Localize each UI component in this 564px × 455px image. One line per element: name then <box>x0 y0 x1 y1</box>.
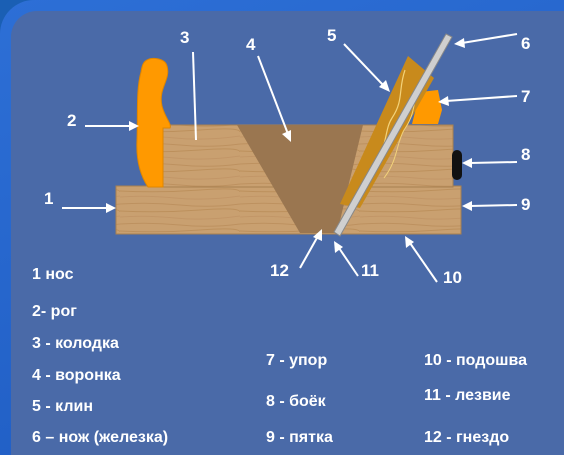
legend-item-10: 10 - подошва <box>424 352 528 369</box>
plane-blade <box>333 33 453 237</box>
callout-number-3: 3 <box>180 28 189 47</box>
arrow-9-head <box>462 201 472 211</box>
legend-item-7: 7 - упор <box>266 352 328 369</box>
arrow-10-head <box>405 236 414 248</box>
callout-number-7: 7 <box>521 87 530 106</box>
arrow-12-head <box>313 229 322 241</box>
plane-horn <box>136 57 171 188</box>
arrow-8 <box>469 161 518 164</box>
arrow-11-head <box>334 241 343 253</box>
arrow-7 <box>445 95 518 102</box>
callout-number-9: 9 <box>521 195 530 214</box>
callout-number-8: 8 <box>521 145 530 164</box>
arrow-6 <box>461 33 518 44</box>
callout-number-5: 5 <box>327 26 336 45</box>
callout-number-6: 6 <box>521 34 530 53</box>
arrow-5 <box>343 43 385 87</box>
legend-item-8: 8 - боёк <box>266 393 326 410</box>
legend-item-5: 5 - клин <box>32 398 93 415</box>
arrow-9 <box>469 204 518 207</box>
callout-number-4: 4 <box>246 35 256 54</box>
arrow-1-head <box>106 203 116 213</box>
callout-number-12: 12 <box>270 261 289 280</box>
arrow-2-head <box>129 121 139 131</box>
legend-item-3: 3 - колодка <box>32 335 119 352</box>
callout-number-2: 2 <box>67 111 76 130</box>
arrow-4 <box>257 55 289 135</box>
callout-number-10: 10 <box>443 268 462 287</box>
arrow-10 <box>409 242 438 283</box>
legend-item-12: 12 - гнездо <box>424 429 510 446</box>
arrow-6-head <box>454 38 465 48</box>
legend-item-11: 11 - лезвие <box>424 387 511 404</box>
callout-arrows <box>62 33 518 283</box>
arrow-3 <box>192 51 197 141</box>
legend-item-9: 9 - пятка <box>266 429 333 446</box>
arrow-5-head <box>379 80 390 92</box>
arrow-12 <box>299 235 319 269</box>
arrow-7-head <box>438 96 449 106</box>
arrow-11 <box>338 247 359 277</box>
legend-item-1: 1 нос <box>32 266 74 283</box>
callout-number-11: 11 <box>361 261 379 280</box>
callout-number-1: 1 <box>44 189 53 208</box>
legend-item-4: 4 - воронка <box>32 367 121 384</box>
arrow-8-head <box>462 158 472 168</box>
plane-throat <box>237 125 363 233</box>
legend-item-6: 6 – нож (железка) <box>32 429 169 446</box>
plane-striker <box>452 150 462 180</box>
legend-item-2: 2- рог <box>32 303 77 320</box>
arrow-4-head <box>282 130 291 142</box>
